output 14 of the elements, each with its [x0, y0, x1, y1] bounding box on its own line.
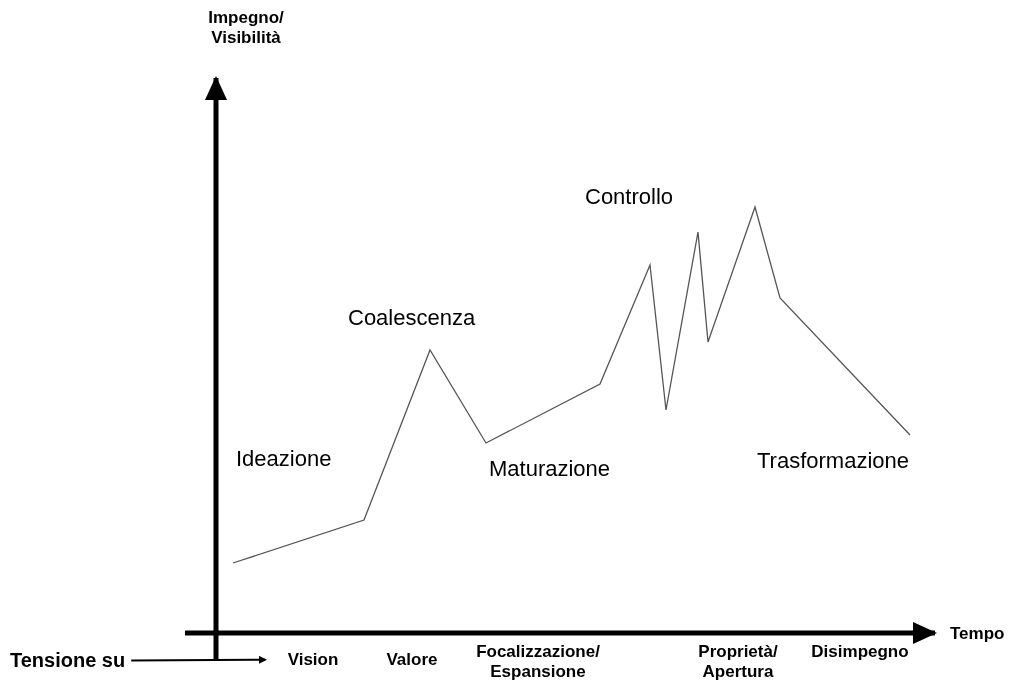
category-label: Disimpegno [790, 642, 930, 662]
phase-label: Maturazione [489, 456, 611, 482]
axis-title: Impegno/ Visibilità [207, 8, 285, 48]
phase-label: Ideazione [236, 446, 332, 472]
phase-label: Coalescenza [348, 305, 476, 331]
phase-label: Trasformazione [757, 448, 909, 474]
arrow [130, 655, 267, 664]
category-label: Valore [372, 650, 452, 670]
phase-label: Controllo [585, 184, 674, 210]
axis-title: Tempo [950, 624, 1005, 644]
category-label: Vision [268, 650, 358, 670]
category-label: Focalizzazione/ Espansione [458, 642, 618, 682]
row-label: Tensione su [10, 649, 126, 672]
category-label: Proprietà/ Apertura [688, 642, 788, 682]
